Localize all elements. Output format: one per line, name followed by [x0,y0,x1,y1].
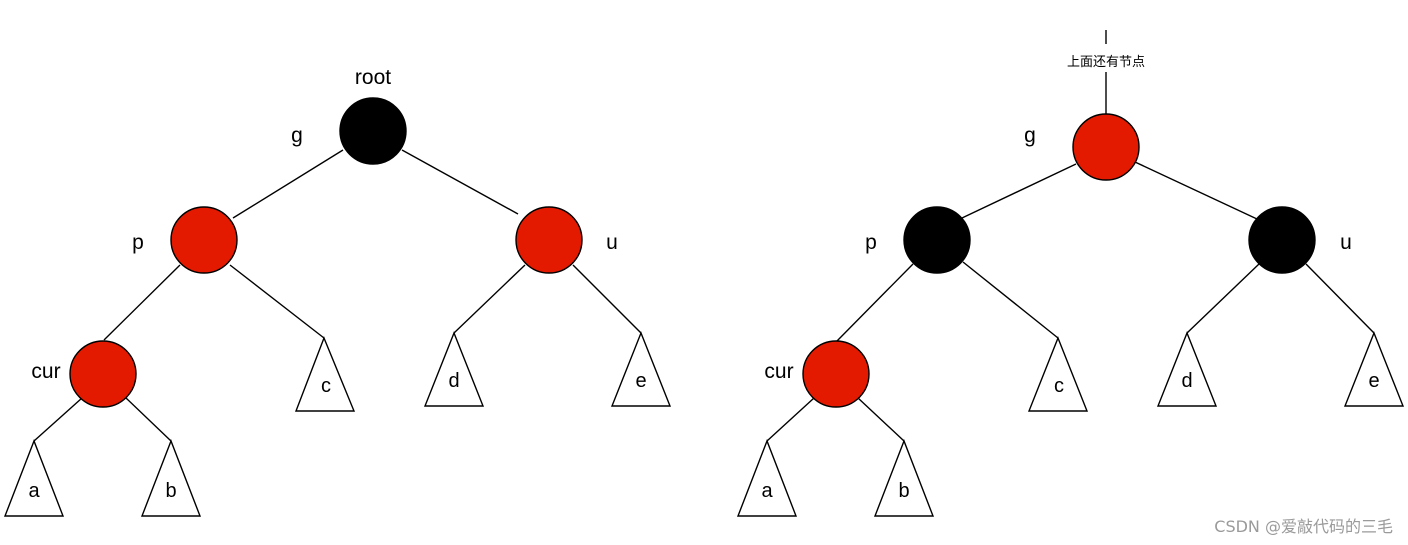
edge-p-c [229,264,325,339]
edge-cur-a [766,397,815,442]
subtree-label-c: c [321,375,331,397]
watermark: CSDN @爱敲代码的三毛 [1214,517,1393,536]
node-label-g: g [291,124,303,147]
node-g [339,97,407,165]
node-label-p: p [865,231,877,254]
subtree-triangle-d [423,331,485,407]
edge-u-d [1186,263,1260,334]
edge-p-c [962,261,1059,339]
node-label-g: g [1024,124,1036,147]
subtree-label-a: a [28,480,40,502]
subtree-triangle-a [736,439,798,517]
edge-g-p [961,163,1077,219]
edge-g-u [1134,161,1258,220]
edge-p-cur [835,263,914,343]
edge-cur-a [33,397,83,442]
node-p [903,206,971,274]
subtree-label-b: b [898,480,909,502]
node-cur [69,340,137,408]
edge-g-u [401,149,519,215]
above-nodes-note: 上面还有节点 [1067,55,1145,70]
edge-cur-b [125,397,172,442]
subtree-label-e: e [1368,370,1379,392]
right-tree: 上面还有节点 a b c d e g p u cur [736,30,1405,517]
subtree-label-c: c [1054,375,1064,397]
subtree-label-e: e [635,370,646,392]
node-u [515,206,583,274]
node-label-u: u [606,231,618,254]
edge-u-e [1305,263,1375,334]
subtree-label-a: a [761,480,773,502]
node-label-p: p [132,231,144,254]
subtree-label-d: d [448,370,459,392]
edge-cur-b [857,397,905,442]
node-label-cur: cur [764,360,793,383]
subtree-triangle-b [873,439,935,517]
subtree-triangle-c [294,336,356,412]
subtree-triangle-c [1027,336,1089,412]
node-label-cur: cur [31,360,60,383]
left-tree: a b c d e root g p u cur [3,66,672,517]
edge-p-cur [103,264,181,341]
subtree-triangle-e [610,331,672,407]
node-p [170,206,238,274]
node-label-u: u [1340,231,1352,254]
node-cur [802,340,870,408]
root-label: root [355,66,391,89]
edge-g-p [232,149,344,219]
node-u [1248,206,1316,274]
subtree-label-b: b [165,480,176,502]
node-g [1072,113,1140,181]
subtree-label-d: d [1181,370,1192,392]
subtree-triangle-a [3,439,65,517]
edge-u-d [453,264,526,334]
subtree-triangle-e [1343,331,1405,407]
edge-u-e [572,264,642,334]
subtree-triangle-b [140,439,202,517]
subtree-triangle-d [1156,331,1218,407]
